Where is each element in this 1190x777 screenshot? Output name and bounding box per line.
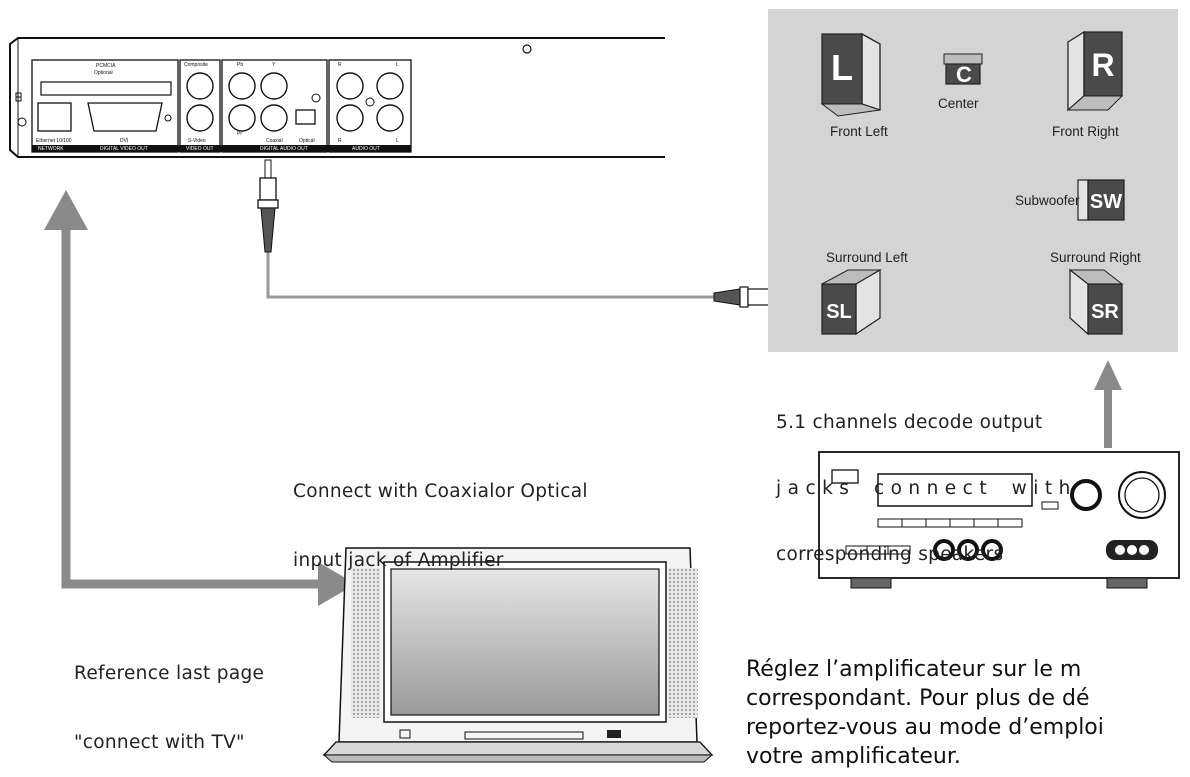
pr-jack-label: Pr bbox=[237, 131, 242, 137]
reference-line-2: "connect with TV" bbox=[74, 732, 245, 753]
coaxial-label: Coaxial bbox=[266, 138, 283, 144]
coax-line-1: Connect with Coaxialor Optical bbox=[293, 481, 588, 502]
front-left-label: Front Left bbox=[830, 124, 888, 139]
digital-audio-out-label: DIGITAL AUDIO OUT bbox=[260, 146, 308, 152]
front-right-speaker: R Front Right bbox=[1052, 30, 1124, 139]
reference-label: Reference last page "connect with TV" bbox=[74, 616, 264, 777]
subwoofer-speaker: SW Subwoofer bbox=[1015, 179, 1125, 221]
ethernet-label: Ethernet 10/100 bbox=[36, 138, 72, 144]
network-section-label: NETWORK bbox=[38, 146, 64, 152]
coaxial-cable bbox=[257, 159, 785, 308]
french-instruction-text: Réglez l’amplificateur sur le m correspo… bbox=[746, 655, 1190, 771]
audio-r-top-label: R bbox=[338, 62, 342, 68]
speaker-output-arrow bbox=[1094, 360, 1122, 448]
decode-line-2: j a c k s c o n n e c t w i t h bbox=[776, 478, 1071, 499]
optional-label: Optional bbox=[94, 70, 113, 76]
center-letter: C bbox=[956, 62, 972, 87]
video-out-label: VIDEO OUT bbox=[186, 146, 214, 152]
subwoofer-label: Subwoofer bbox=[1015, 193, 1080, 208]
front-left-speaker: L Front Left bbox=[820, 32, 888, 139]
composite-jack-label: Composite bbox=[184, 62, 208, 68]
television bbox=[322, 547, 714, 763]
audio-out-label: AUDIO OUT bbox=[352, 146, 380, 152]
decode-output-label: 5.1 channels decode output j a c k s c o… bbox=[776, 368, 1096, 588]
decode-line-1: 5.1 channels decode output bbox=[776, 412, 1043, 433]
front-right-label: Front Right bbox=[1052, 124, 1119, 139]
audio-r-bottom-label: R bbox=[338, 138, 342, 144]
french-line-4: votre amplificateur. bbox=[746, 744, 961, 769]
french-line-1: Réglez l’amplificateur sur le m bbox=[746, 657, 1082, 682]
pb-jack-label: Pb bbox=[237, 62, 243, 68]
surround-right-label: Surround Right bbox=[1050, 250, 1141, 265]
optical-label: Optical bbox=[299, 138, 315, 144]
center-label: Center bbox=[938, 96, 979, 111]
center-speaker: C Center bbox=[938, 53, 983, 111]
french-line-2: correspondant. Pour plus de dé bbox=[746, 686, 1090, 711]
speaker-layout-panel: L Front Left C Center R Front Right SW S… bbox=[768, 9, 1178, 352]
decode-line-3: corresponding speakers bbox=[776, 544, 1004, 565]
s-video-label: S-Video bbox=[188, 138, 206, 144]
coax-line-2: input jack of Amplifier bbox=[293, 550, 504, 571]
coaxial-instruction-label: Connect with Coaxialor Optical input jac… bbox=[293, 434, 588, 595]
amplifier bbox=[818, 451, 1180, 589]
surround-left-speaker: Surround Left SL bbox=[821, 250, 908, 336]
subwoofer-letter: SW bbox=[1090, 191, 1122, 213]
surround-right-letter: SR bbox=[1091, 301, 1119, 323]
surround-left-label: Surround Left bbox=[826, 250, 908, 265]
digital-video-out-label: DIGITAL VIDEO OUT bbox=[100, 146, 148, 152]
y-jack-label: Y bbox=[272, 62, 276, 68]
surround-left-letter: SL bbox=[826, 301, 852, 323]
front-right-letter: R bbox=[1091, 47, 1114, 83]
dvi-label: DVI bbox=[120, 138, 128, 144]
french-line-3: reportez-vous au mode d’emploi bbox=[746, 715, 1104, 740]
front-left-letter: L bbox=[831, 47, 853, 88]
dvd-player-rear-panel: PCMCIA Optional Composite Pb Y Pr R L Et… bbox=[9, 37, 665, 158]
audio-l-bottom-label: L bbox=[396, 138, 399, 144]
reference-line-1: Reference last page bbox=[74, 663, 265, 684]
audio-l-top-label: L bbox=[396, 62, 399, 68]
tv-connection-arrow bbox=[44, 190, 356, 606]
pcmcia-label: PCMCIA bbox=[96, 63, 116, 69]
surround-right-speaker: Surround Right SR bbox=[1050, 250, 1141, 336]
